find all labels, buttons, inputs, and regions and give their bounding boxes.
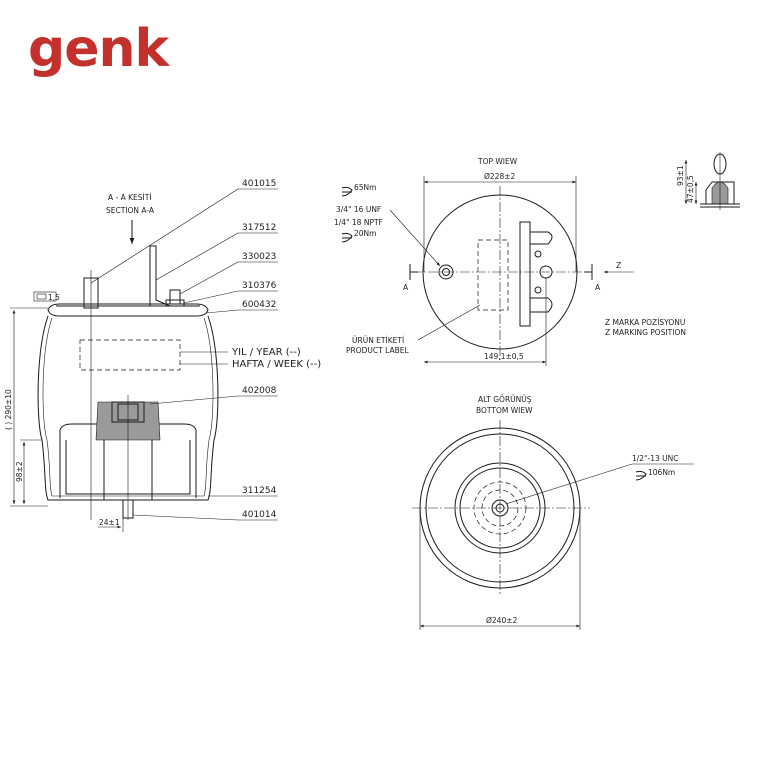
thread-1-4-nptf: 1/4" 18 NPTF [334,218,383,227]
year-label: YIL / YEAR (--) [231,347,301,358]
section-view: A - A KESİTİ SECTION A-A 1,5 [4,179,321,532]
lower-dim: 98±2 [15,461,24,482]
thread-3-4-unf: 3/4" 16 UNF [336,205,381,214]
top-plate [47,303,209,317]
air-fitting-circle [438,264,454,280]
brand-logo: genk [28,19,171,79]
product-label-box [477,239,509,311]
stud-dim: 24±1 [99,518,120,527]
bottom-view-title-tr: ALT GÖRÜNÜŞ [478,395,532,404]
z-mark: Z [616,261,621,270]
top-diameter-dim: Ø228±2 [484,172,516,181]
detail-height-dim: 93±1 [676,165,685,186]
bottom-diameter-dim: Ø240±2 [486,616,518,625]
part-330023: 330023 [242,252,276,262]
height-dim: ( ) 290±10 [4,389,13,430]
part-311254: 311254 [242,486,277,496]
detail-small-dim: 47±0,5 [686,175,695,203]
z-marking-tr: Z MARKA POZİSYONU [605,318,685,327]
detail-z-view: 93±1 47±0,5 [676,152,740,210]
bottom-view: ALT GÖRÜNÜŞ BOTTOM WIEW 1/2"-13 UNC 106N… [412,395,694,630]
z-marking-en: Z MARKING POSITION [605,328,686,337]
bottom-thread: 1/2"-13 UNC [632,454,679,463]
section-mark-a-right: A [595,283,601,292]
bottom-torque: 106Nm [648,468,675,477]
bottom-view-title-en: BOTTOM WIEW [476,406,533,415]
section-title-tr: A - A KESİTİ [108,193,152,202]
section-title-en: SECTION A-A [106,206,155,215]
bottom-stud [122,499,134,519]
bracket [149,245,171,307]
wrench-icon [341,186,353,197]
top-view-title: TOP WIEW [477,157,518,166]
week-label: HAFTA / WEEK (--) [232,359,321,370]
flatness-value: 1,5 [48,293,60,302]
top-bracket [519,221,531,327]
product-label-en: PRODUCT LABEL [346,346,409,355]
label-area [79,339,181,371]
offset-dim: 149,1±0,5 [484,352,524,361]
wrench-icon [635,470,647,481]
section-mark-a-left: A [403,283,409,292]
torque-65: 65Nm [354,183,376,192]
torque-20: 20Nm [354,229,376,238]
top-view: TOP WIEW Ø228±2 A A Z 65Nm 3/4 [334,157,686,366]
flatness-symbol [33,291,57,302]
part-317512: 317512 [242,223,276,233]
top-bolt [169,289,181,305]
part-600432: 600432 [242,300,276,310]
part-402008: 402008 [242,386,277,396]
part-401015: 401015 [242,179,276,189]
part-401014: 401014 [242,510,277,520]
product-label-tr: ÜRÜN ETİKETİ [352,336,404,345]
wrench-icon [341,232,353,243]
part-310376: 310376 [242,281,277,291]
